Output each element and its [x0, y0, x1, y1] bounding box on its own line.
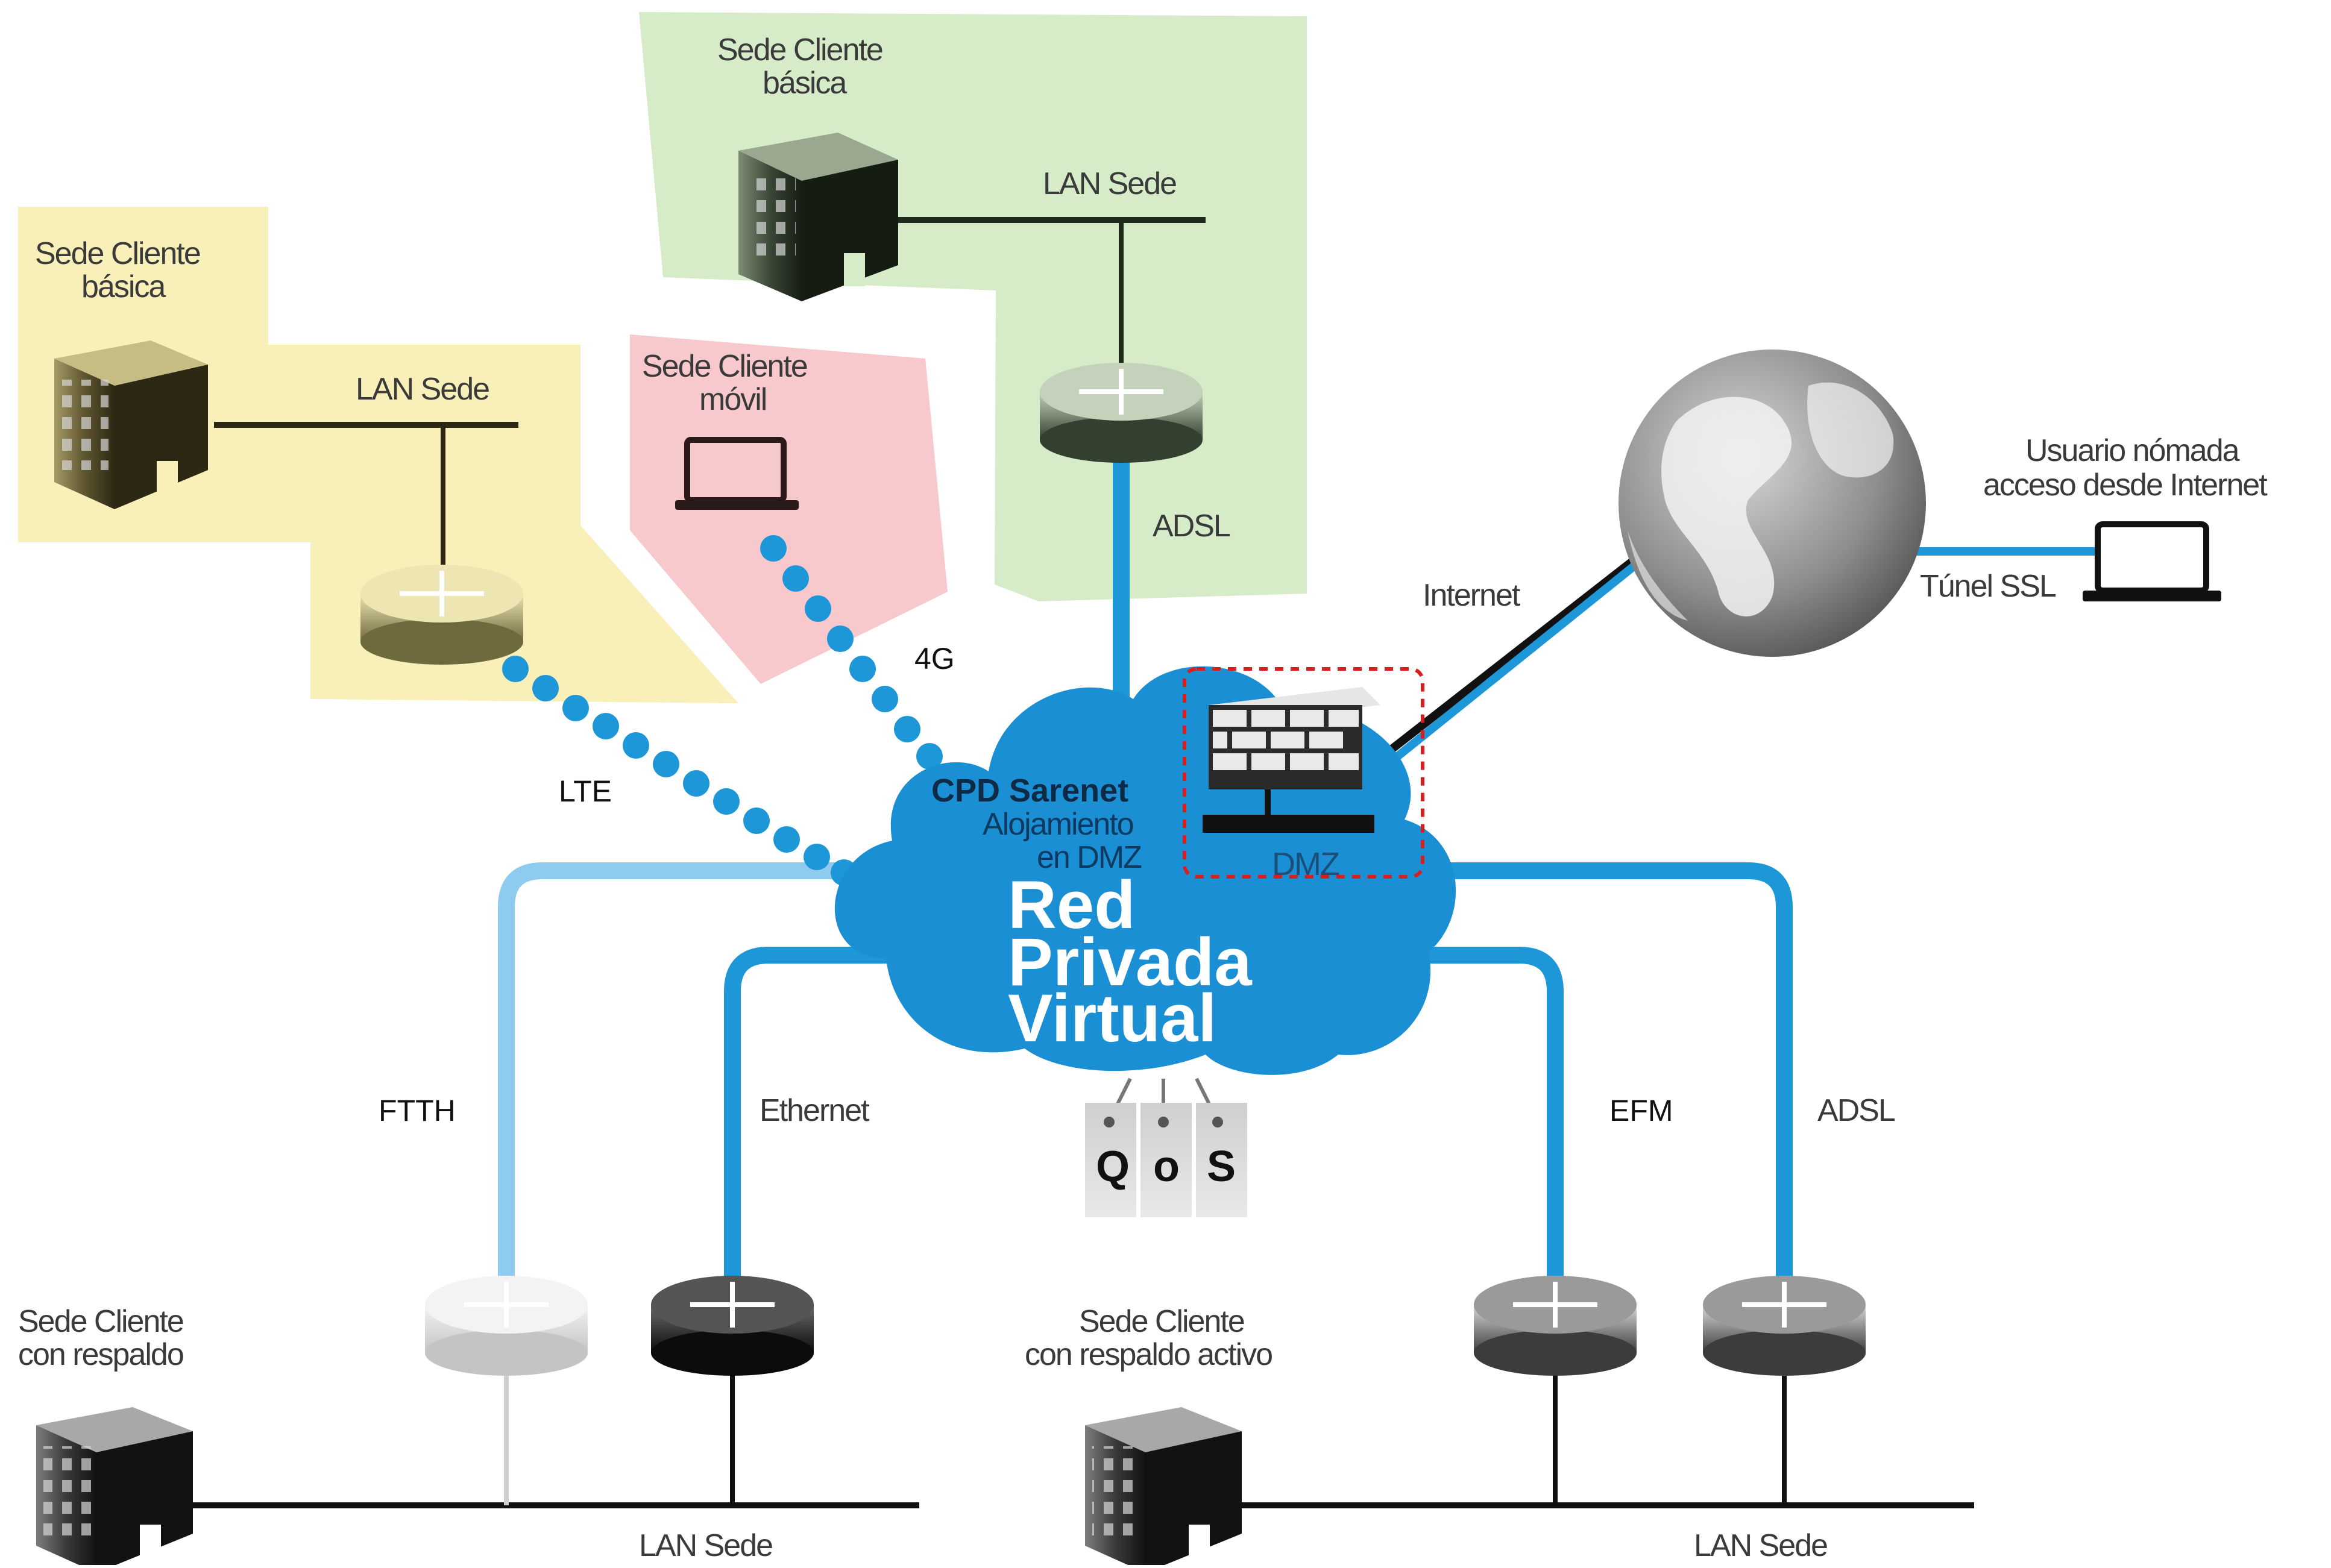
bottom-right-title-2: con respaldo activo [1025, 1337, 1272, 1372]
router-icon-yellow [360, 565, 523, 665]
link-internet [1383, 557, 1637, 757]
link-label-ethernet: Ethernet [760, 1093, 870, 1128]
firewall-icon [1203, 687, 1380, 833]
yellow-zone-title-1: Sede Cliente [35, 236, 200, 271]
cpd-label: CPD Sarenet [931, 773, 1128, 809]
green-zone-title-2: básica [763, 66, 847, 101]
qos-letter-o: o [1153, 1143, 1180, 1191]
building-icon-green [738, 133, 898, 301]
vpn-cloud: CPD Sarenet Alojamiento en DMZ Red Priva… [834, 666, 1456, 1075]
building-icon-bottom-right [1085, 1407, 1242, 1568]
link-label-ssl: Túnel SSL [1920, 569, 2056, 604]
zone-yellow [18, 207, 738, 703]
laptop-icon-mobile [675, 437, 799, 510]
pink-zone-title-1: Sede Cliente [642, 349, 807, 384]
yellow-zone-title-2: básica [81, 269, 166, 304]
link-label-internet: Internet [1423, 578, 1521, 613]
nomad-label-1: Usuario nómada [2025, 433, 2240, 468]
link-ftth [498, 862, 916, 1296]
globe-icon [1618, 350, 1926, 657]
link-adsl-right [1356, 862, 1793, 1296]
building-icon-yellow [54, 340, 208, 509]
cpd-sub1: Alojamiento [983, 807, 1133, 842]
router-icon-ftth [425, 1276, 588, 1376]
link-efm [1356, 947, 1564, 1296]
router-icon-green [1040, 363, 1203, 463]
bottom-right-title-1: Sede Cliente [1079, 1304, 1244, 1339]
link-label-adsl-right: ADSL [1817, 1093, 1895, 1128]
link-label-ftth: FTTH [379, 1094, 456, 1127]
laptop-icon-nomad [2083, 521, 2221, 601]
pink-zone-title-2: móvil [699, 382, 766, 417]
bottom-left-lan: LAN Sede [639, 1528, 772, 1563]
dmz-label: DMZ [1272, 846, 1339, 882]
dmz-border [1183, 667, 1424, 879]
green-zone-lan: LAN Sede [1043, 166, 1176, 201]
bottom-right-lan: LAN Sede [1694, 1528, 1827, 1563]
building-icon-bottom-left [36, 1407, 193, 1568]
router-icon-efm [1474, 1276, 1637, 1376]
cloud-title-1: Red [1008, 867, 1136, 942]
bottom-left-title-2: con respaldo [18, 1337, 183, 1372]
bottom-left-title-1: Sede Cliente [18, 1304, 183, 1339]
link-lte-dotted [502, 656, 857, 886]
qos-block: Q o S [1085, 1077, 1247, 1217]
link-label-efm: EFM [1609, 1094, 1673, 1127]
green-zone-title-1: Sede Cliente [717, 33, 882, 67]
router-icon-adsl-right [1703, 1276, 1866, 1376]
cpd-sub2: en DMZ [1037, 840, 1142, 875]
yellow-zone-lan: LAN Sede [356, 372, 489, 407]
qos-letter-q: Q [1096, 1143, 1130, 1191]
link-label-adsl-top: ADSL [1153, 509, 1230, 544]
cloud-title-2: Privada [1008, 924, 1252, 1000]
qos-letter-s: S [1207, 1143, 1236, 1191]
router-icon-ethernet [651, 1276, 814, 1376]
link-label-lte: LTE [559, 774, 612, 808]
nomad-label-2: acceso desde Internet [1983, 468, 2268, 503]
link-ethernet [724, 947, 916, 1296]
cloud-title-3: Virtual [1008, 980, 1217, 1056]
link-label-4g: 4G [914, 642, 955, 676]
